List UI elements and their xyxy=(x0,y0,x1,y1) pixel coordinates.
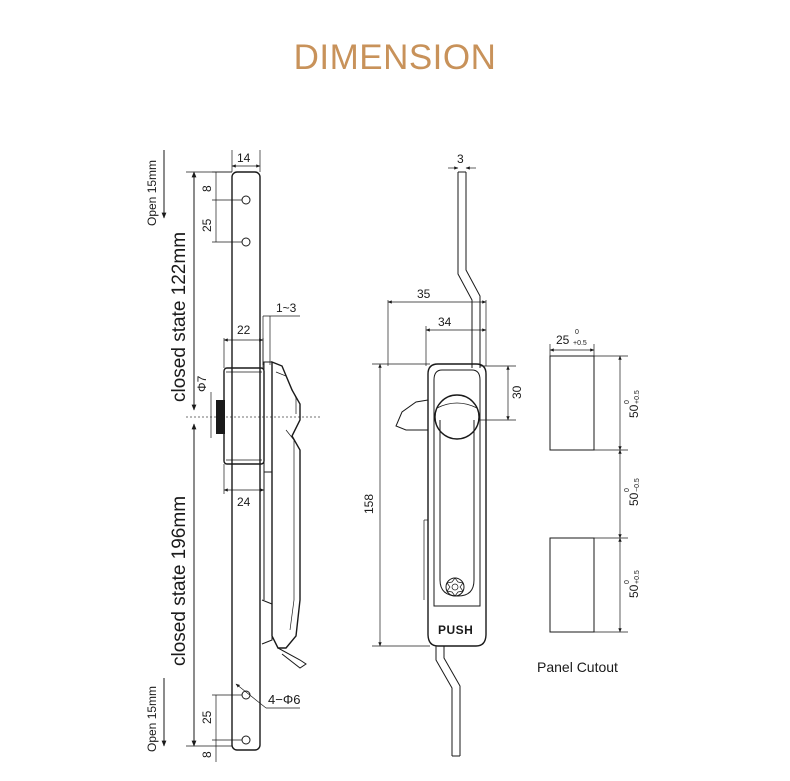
dim-bottom-hole-label: 8 xyxy=(200,751,214,758)
closed-lower-label: closed state 196mm xyxy=(169,496,190,666)
front-view: 3 35 34 30 158 xyxy=(362,152,524,757)
lock-body-side xyxy=(216,360,307,669)
cutout-width-tol-upper: 0 xyxy=(575,329,579,336)
dim-holes-label: 4−Φ6 xyxy=(268,692,300,707)
rod-top xyxy=(457,172,481,368)
dim-rod-label: 3 xyxy=(457,152,464,166)
mounting-plate xyxy=(231,171,261,751)
mounting-hole xyxy=(241,195,251,205)
cutout-lower xyxy=(549,537,595,633)
dim-width-label: 14 xyxy=(237,151,251,165)
cutout-dim-2: 50 0 −0.5 xyxy=(624,478,641,506)
knob-icon xyxy=(434,394,480,440)
dim-top-hole-label: 8 xyxy=(200,185,214,192)
dim-hole-pitch-top-label: 25 xyxy=(200,218,214,232)
cutout-width-label: 25 xyxy=(556,333,570,347)
dim-phi-label: Φ7 xyxy=(195,375,209,392)
dim-inner-label: 34 xyxy=(438,315,452,329)
dim-height-label: 158 xyxy=(362,494,376,514)
open-label-bottom: Open 15mm xyxy=(145,686,159,752)
dim-gap-label: 1~3 xyxy=(276,301,297,315)
dim-hole-pitch-bottom-label: 25 xyxy=(200,710,214,724)
rod-bottom xyxy=(435,646,461,756)
panel-cutout: 25 0 +0.5 50 0 +0.5 50 0 −0.5 50 xyxy=(537,329,641,675)
cutout-dim-value: 50 xyxy=(627,492,641,506)
cutout-dim-tol-upper: 0 xyxy=(624,400,631,404)
cutout-dim-tol-lower: −0.5 xyxy=(634,478,641,492)
dim-knob-label: 30 xyxy=(510,385,524,399)
cutout-dim-tol-upper: 0 xyxy=(624,488,631,492)
push-label: PUSH xyxy=(438,623,473,637)
cutout-dim-3: 50 0 +0.5 xyxy=(624,570,641,598)
dim-outer-label: 35 xyxy=(417,287,431,301)
cutout-dim-tol-lower: +0.5 xyxy=(634,570,641,584)
cutout-upper xyxy=(549,355,595,451)
cutout-dim-value: 50 xyxy=(627,404,641,418)
open-label-top: Open 15mm xyxy=(145,160,159,226)
cutout-width-tol-lower: +0.5 xyxy=(573,340,587,347)
page-title: DIMENSION xyxy=(293,38,497,77)
side-view: Open 15mm Open 15mm closed state 122mm c… xyxy=(145,150,320,762)
mounting-hole xyxy=(241,735,251,745)
cutout-dim-1: 50 0 +0.5 xyxy=(624,390,641,418)
cutout-dim-tol-lower: +0.5 xyxy=(634,390,641,404)
cutout-dim-tol-upper: 0 xyxy=(624,580,631,584)
mounting-hole xyxy=(241,237,251,247)
cutout-dim-value: 50 xyxy=(627,584,641,598)
dim-base-label: 24 xyxy=(237,495,251,509)
panel-cutout-label: Panel Cutout xyxy=(537,659,618,675)
keyhole-icon xyxy=(445,577,465,597)
closed-upper-label: closed state 122mm xyxy=(169,232,190,402)
dim-body-label: 22 xyxy=(237,323,251,337)
